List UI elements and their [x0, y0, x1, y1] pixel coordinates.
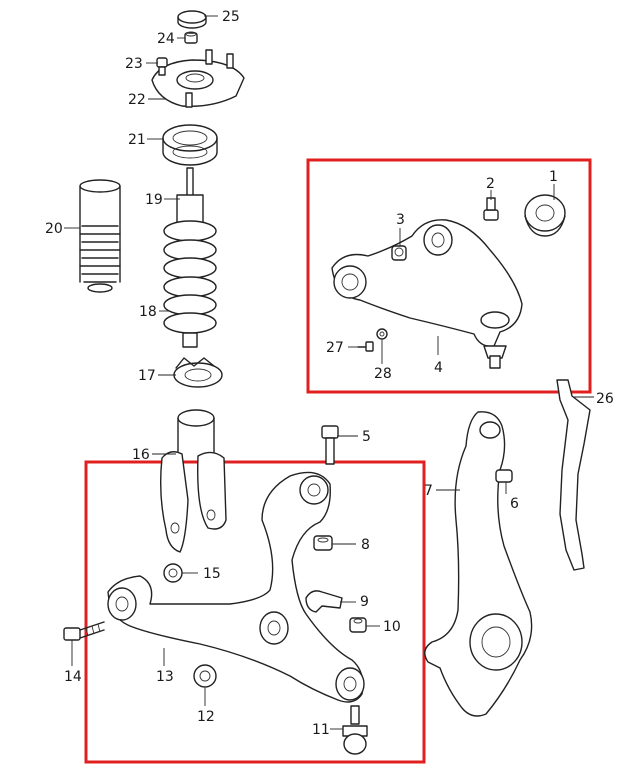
upper-control-arm-highlight-box — [306, 158, 592, 394]
callout-5: 5 — [362, 429, 371, 445]
callout-16: 16 — [132, 447, 150, 463]
upper-arm-bolt — [483, 197, 499, 221]
callout-23: 23 — [125, 56, 143, 72]
bolt-27 — [357, 341, 374, 352]
callout-13: 13 — [156, 669, 174, 685]
callout-15: 15 — [203, 566, 221, 582]
callout-18: 18 — [139, 304, 157, 320]
lower-control-arm-highlight-box — [84, 460, 426, 764]
strut-clevis — [159, 409, 227, 553]
callout-21: 21 — [128, 132, 146, 148]
callout-8: 8 — [361, 537, 370, 553]
bracket-26 — [556, 379, 591, 571]
dust-boot — [79, 179, 121, 293]
callout-22: 22 — [128, 92, 146, 108]
callout-20: 20 — [45, 221, 63, 237]
callout-4: 4 — [434, 360, 443, 376]
callout-7: 7 — [424, 483, 433, 499]
callout-1: 1 — [549, 169, 558, 185]
steering-knuckle — [424, 411, 533, 717]
callout-14: 14 — [64, 669, 82, 685]
upper-control-arm — [331, 219, 523, 369]
upper-arm-bushing — [524, 194, 566, 237]
nut-10 — [349, 617, 367, 633]
callout-9: 9 — [360, 594, 369, 610]
callout-6: 6 — [510, 496, 519, 512]
callout-24: 24 — [157, 31, 175, 47]
callout-27: 27 — [326, 340, 344, 356]
bushing-15 — [163, 563, 183, 583]
coil-spring-and-strut — [163, 167, 217, 348]
upper-arm-nut — [391, 245, 407, 261]
callout-3: 3 — [396, 212, 405, 228]
bushing-12 — [193, 664, 217, 688]
strut-mount — [151, 49, 245, 108]
strut-bearing — [162, 124, 218, 166]
lower-control-arm — [107, 471, 365, 703]
lower-spring-seat — [173, 357, 223, 388]
callout-28: 28 — [374, 366, 392, 382]
callout-2: 2 — [486, 176, 495, 192]
callout-17: 17 — [138, 368, 156, 384]
leader-lines — [64, 15, 594, 730]
sensor-9 — [305, 590, 343, 613]
callout-19: 19 — [145, 192, 163, 208]
nut-6 — [495, 469, 513, 483]
nut-8 — [313, 535, 333, 551]
callout-25: 25 — [222, 9, 240, 25]
washer-28 — [376, 328, 388, 340]
callout-10: 10 — [383, 619, 401, 635]
callout-11: 11 — [312, 722, 330, 738]
callout-12: 12 — [197, 709, 215, 725]
ball-joint-11 — [342, 705, 368, 755]
callout-26: 26 — [596, 391, 614, 407]
strut-cap — [177, 10, 207, 29]
strut-nut — [184, 31, 198, 44]
bolt-5 — [321, 425, 339, 465]
bolt-14 — [63, 621, 105, 641]
